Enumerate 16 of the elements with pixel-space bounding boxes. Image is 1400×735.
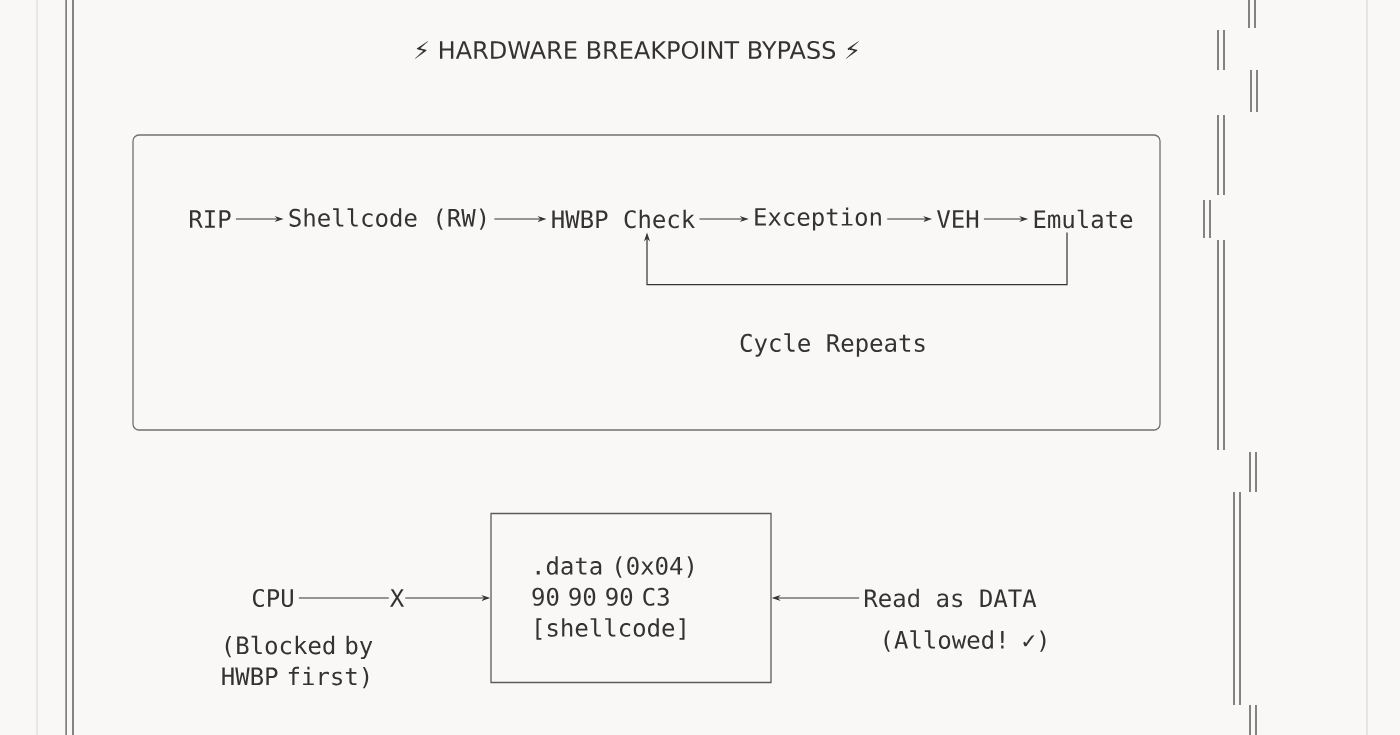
edge-label: Cycle Repeats <box>740 333 925 357</box>
arrow <box>643 231 1068 286</box>
node-label: VEH <box>937 210 979 228</box>
note: (Allowed! ✓) <box>884 630 1046 652</box>
node-label: CPU <box>252 588 293 608</box>
node-label: Exception <box>755 207 881 231</box>
flow-frame <box>132 134 1161 431</box>
memory-box: .data (0x04) 90 90 90 C3 [shellcode] <box>490 512 772 684</box>
edge-label: X <box>390 589 404 607</box>
node-label: Read as DATA <box>865 588 1037 608</box>
node-label: HWBP Check <box>552 209 695 229</box>
node-label: RIP <box>190 210 231 228</box>
title: ⚡ HARDWARE BREAKPOINT BYPASS ⚡ <box>415 40 859 60</box>
node-label: Emulate <box>1034 209 1133 229</box>
node-label: Shellcode (RW) <box>289 208 486 230</box>
note: (Blocked by HWBP first) <box>222 635 373 689</box>
